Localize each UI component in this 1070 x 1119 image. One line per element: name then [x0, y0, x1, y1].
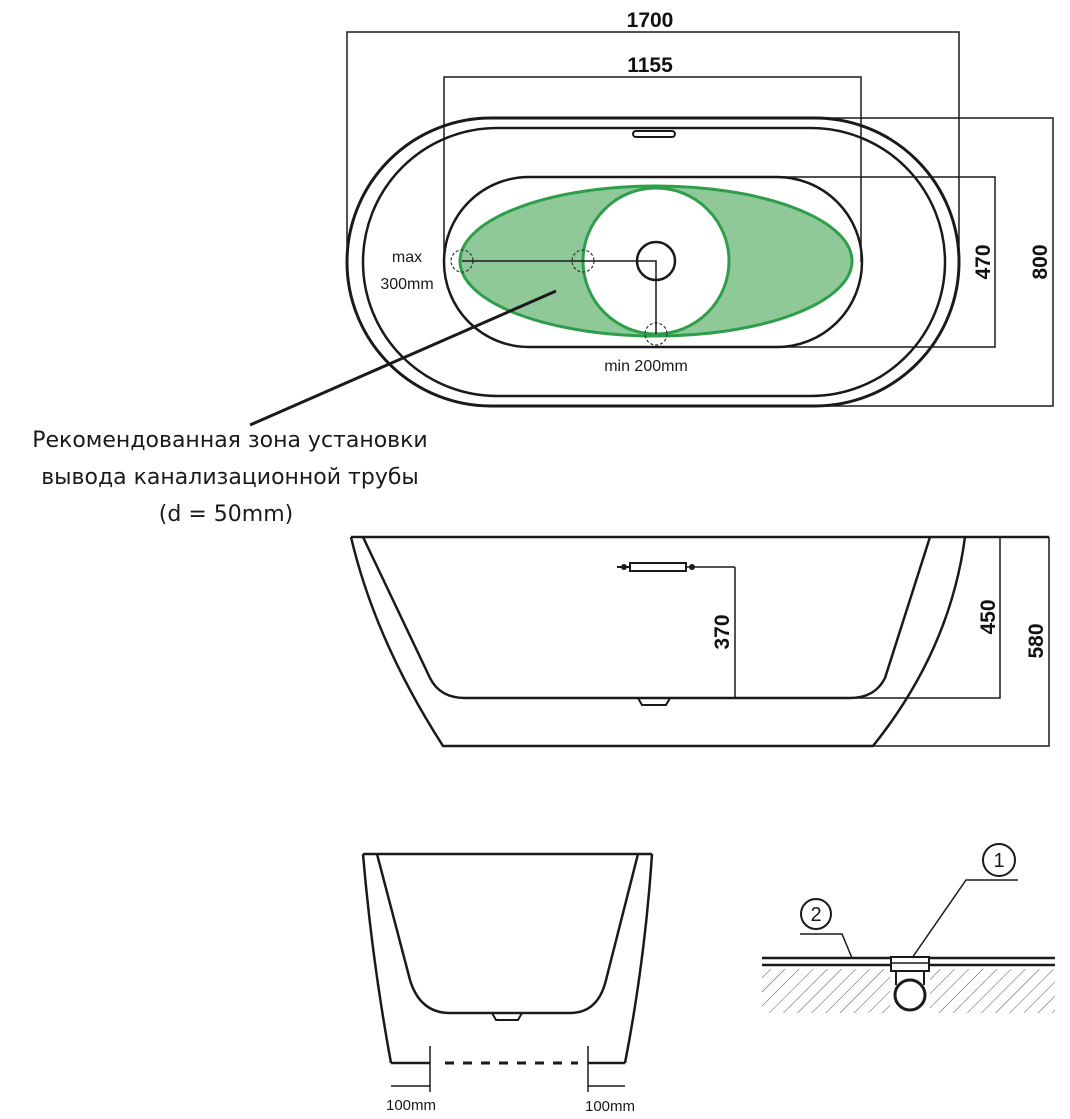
callout-2-leader	[800, 933, 853, 959]
dim-line-580	[873, 537, 1050, 747]
top-view: max 300mm min 200mm 1700 1155 800 470	[345, 9, 1054, 408]
side-view: 370 450 580	[349, 535, 1050, 748]
dim-470: 470	[972, 244, 995, 279]
callout-1-circle	[982, 843, 1016, 877]
callout-1: 1	[993, 850, 1004, 872]
dim-1700: 1700	[627, 9, 674, 32]
overflow-slot	[632, 130, 676, 138]
end-outer-left	[361, 853, 393, 1064]
offset-lines	[462, 260, 657, 334]
callout-2-circle	[800, 898, 832, 930]
dim-line-470	[656, 176, 996, 348]
side-inner-bowl	[361, 536, 932, 700]
dim-1155: 1155	[627, 54, 673, 77]
end-inner-bowl	[375, 853, 640, 1015]
side-drain	[637, 697, 671, 706]
dim-100-left: 100mm	[386, 1097, 436, 1114]
drain-pipe	[893, 978, 927, 1012]
side-outer-body	[349, 536, 967, 748]
side-overflow-fitting	[629, 562, 687, 572]
dim-line-1155	[443, 76, 862, 262]
dim-line-450	[850, 536, 1001, 699]
note-line-2: вывода канализационной трубы	[41, 465, 419, 490]
end-drain	[491, 1012, 523, 1021]
dim-800: 800	[1029, 244, 1052, 279]
dim-line-800	[656, 117, 1054, 407]
drain-fitting	[890, 956, 930, 972]
dim-580: 580	[1025, 623, 1048, 658]
callout-2: 2	[810, 904, 821, 926]
dim-100-right: 100mm	[585, 1098, 635, 1115]
callout-1-leader	[911, 879, 1018, 959]
dim-450: 450	[977, 599, 1000, 634]
max-label: max	[392, 249, 422, 266]
note-line-3: (d = 50mm)	[159, 502, 293, 527]
drain-detail: 1 2	[762, 843, 1055, 1015]
max-value-label: 300mm	[380, 276, 433, 293]
min-label: min 200mm	[604, 358, 688, 375]
note-leader-line	[249, 289, 557, 427]
end-view: 100mm 100mm	[361, 852, 654, 1115]
drain-neck	[895, 971, 925, 985]
dim-370: 370	[711, 614, 734, 649]
end-outer-right	[623, 853, 654, 1064]
overflow-marker-right	[689, 564, 695, 570]
note-line-1: Рекомендованная зона установки	[32, 428, 427, 453]
installation-note: Рекомендованная зона установки вывода ка…	[32, 289, 557, 527]
dim-line-1700	[346, 31, 960, 262]
tub-inner-rim	[361, 126, 947, 398]
overflow-marker-left	[621, 564, 627, 570]
